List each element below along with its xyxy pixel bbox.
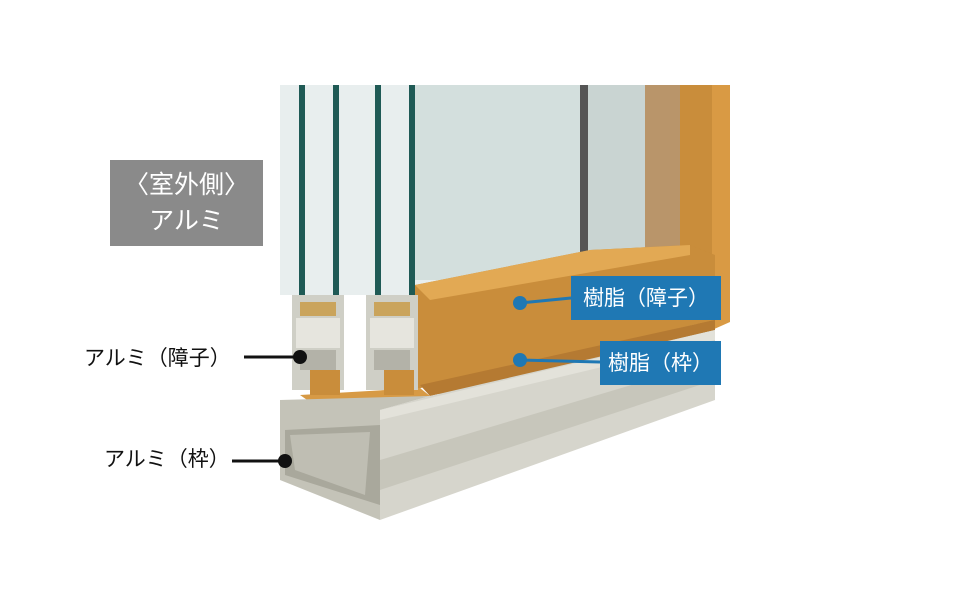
exterior-side-title: 〈室外側〉 [123, 170, 249, 199]
resin-frame-label: 樹脂（枠） [600, 341, 721, 385]
glass-area [280, 85, 730, 330]
exterior-side-material: アルミ [149, 206, 224, 235]
aluminum-sash-label: アルミ（障子） [84, 346, 231, 370]
leader-lines [232, 296, 601, 468]
resin-sash-label: 樹脂（障子） [571, 276, 721, 320]
aluminum-frame-label: アルミ（枠） [104, 447, 230, 471]
glass-pane-edges [299, 85, 415, 300]
aluminum-sash-profiles [292, 295, 418, 395]
exterior-side-label: 〈室外側〉 アルミ [110, 160, 263, 246]
